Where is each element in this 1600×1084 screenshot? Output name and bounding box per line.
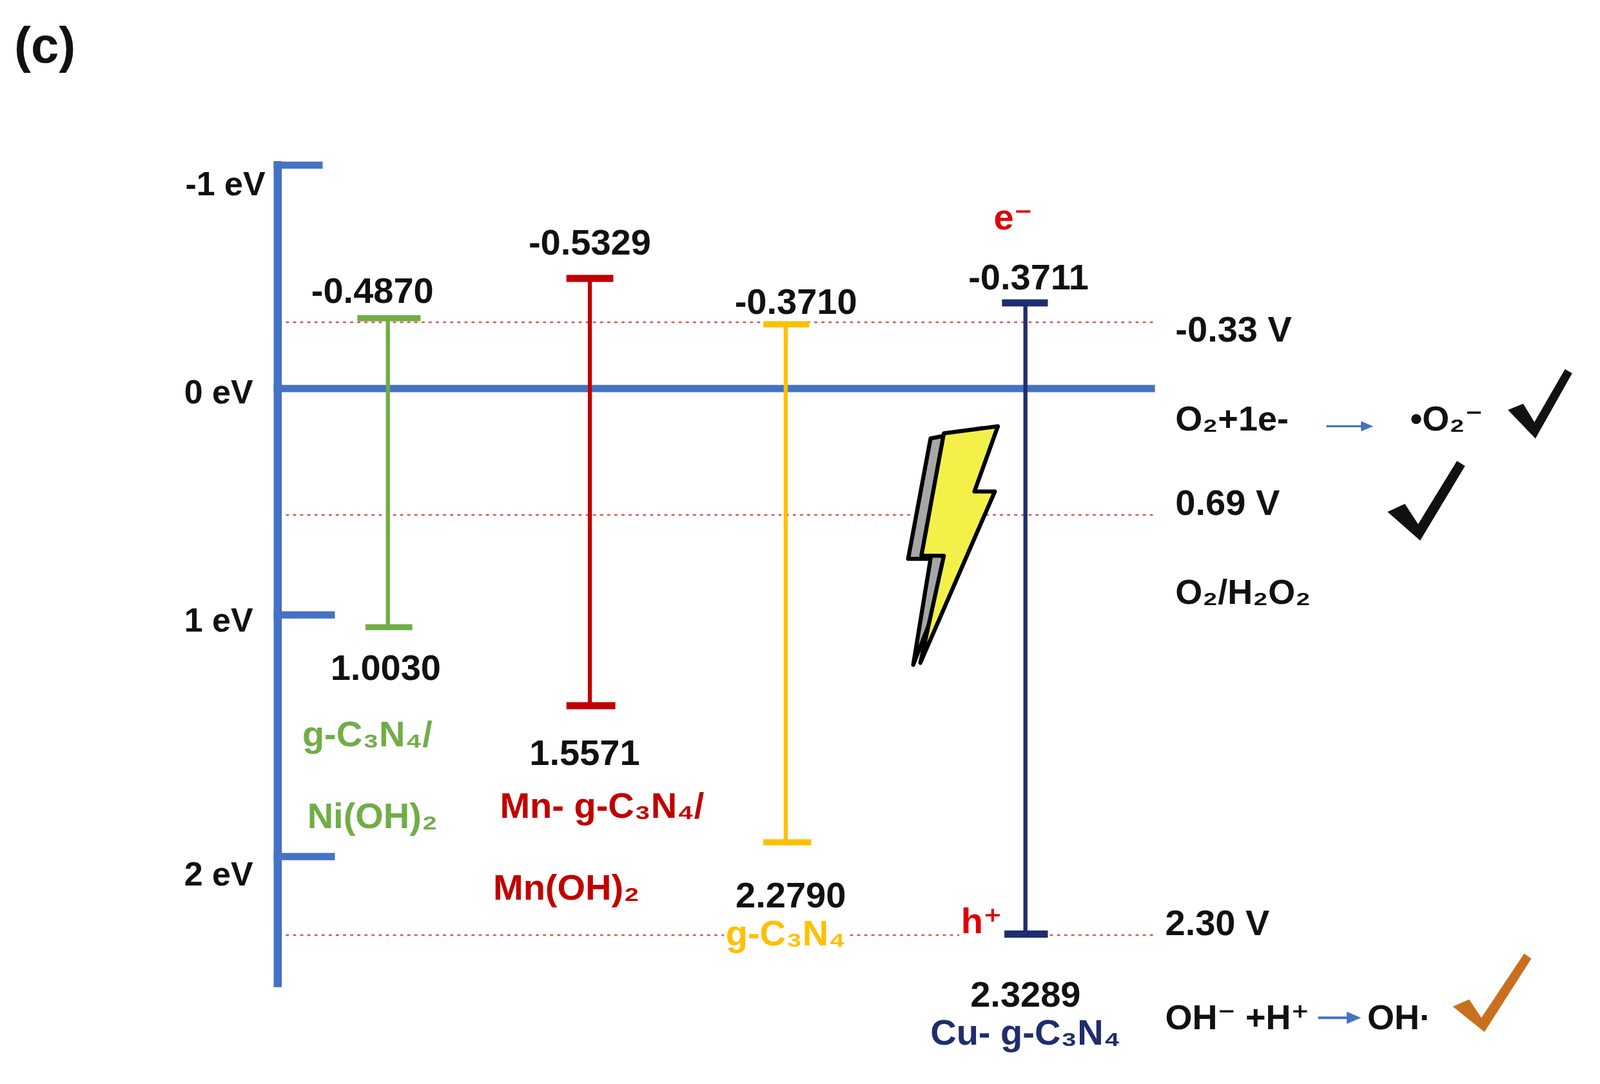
material-name: Ni(OH)₂ (305, 797, 440, 836)
axis-tick-label: 1 eV (182, 602, 256, 639)
carrier-label: h⁺ (959, 902, 1005, 941)
band-edge-value: -0.4870 (309, 272, 436, 311)
material-name: Cu- g-C₃N₄ (928, 1014, 1123, 1053)
material-name: Mn(OH)₂ (491, 868, 642, 908)
reaction-text: •O₂⁻ (1407, 400, 1485, 438)
reaction-text: OH· (1365, 999, 1434, 1036)
band-edge-value: 2.2790 (733, 876, 848, 915)
axis-tick-label: -1 eV (183, 166, 267, 202)
panel-letter: (c) (12, 19, 78, 73)
band-edge-value: 2.3289 (968, 975, 1083, 1015)
material-name: Mn- g-C₃N₄/ (497, 787, 706, 826)
band-edge-value: 1.0030 (328, 649, 443, 688)
material-name: g-C₃N₄/ (300, 715, 435, 754)
band-edge-value: 1.5571 (527, 734, 642, 773)
potential-value: -0.33 V (1173, 310, 1294, 349)
reaction-arrows (1318, 420, 1374, 1024)
band-edge-value: -0.3710 (732, 282, 860, 322)
potential-value: 0.69 V (1173, 484, 1282, 523)
band-bars (357, 278, 1048, 935)
band-edge-value: -0.3711 (966, 258, 1091, 297)
reaction-text: O₂/H₂O₂ (1173, 573, 1313, 611)
axis-tick-label: 2 eV (182, 856, 256, 893)
energy-axis (273, 161, 1156, 988)
light-bolt (908, 426, 998, 665)
potential-value: 2.30 V (1163, 904, 1272, 943)
reaction-text: O₂+1e- (1173, 400, 1291, 438)
potential-lines (286, 322, 1154, 936)
check-marks (1387, 369, 1572, 1033)
reaction-text: OH⁻ +H⁺ (1163, 999, 1312, 1036)
carrier-label: e⁻ (991, 198, 1035, 237)
axis-tick-label: 0 eV (182, 374, 256, 410)
material-name: g-C₃N₄ (723, 914, 848, 953)
band-edge-value: -0.5329 (526, 223, 654, 262)
